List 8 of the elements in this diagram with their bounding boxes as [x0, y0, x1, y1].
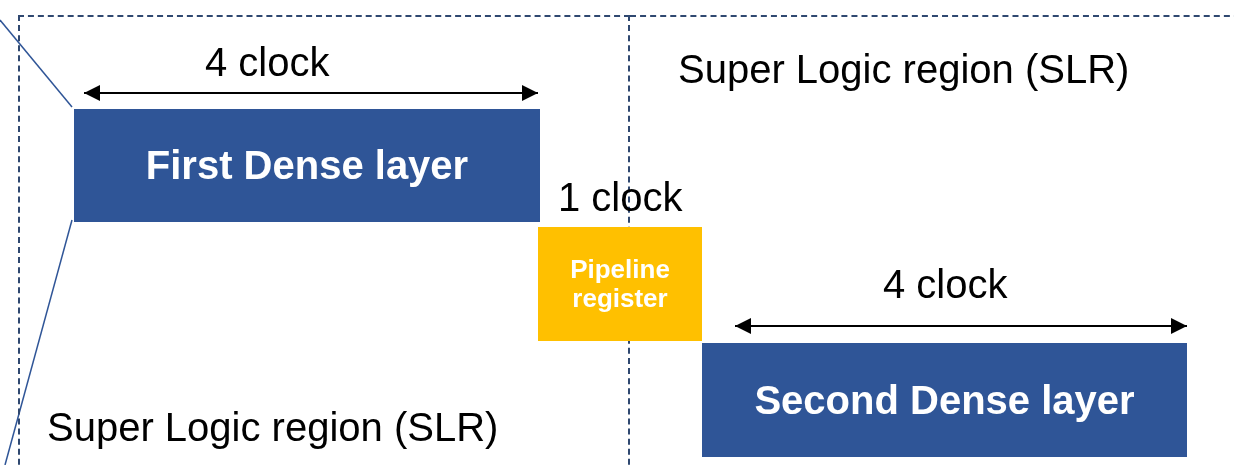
timing-label: 4 clock	[205, 40, 330, 85]
layer-box: First Dense layer	[74, 109, 540, 222]
timing-label: 4 clock	[883, 262, 1008, 307]
region-label: Super Logic region (SLR)	[678, 47, 1130, 92]
region-label: Super Logic region (SLR)	[47, 405, 499, 450]
timing-label: 1 clock	[558, 175, 683, 220]
layer-box: Second Dense layer	[702, 343, 1187, 457]
layer-box: Pipeline register	[538, 227, 702, 341]
